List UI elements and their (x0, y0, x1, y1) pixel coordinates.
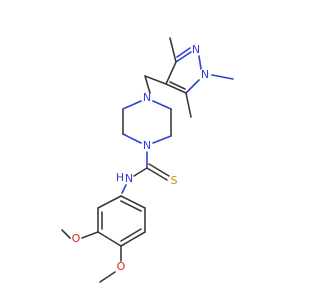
o-methyl-bond-upper (61, 229, 71, 239)
piperazine-n-bottom-label: N (143, 139, 151, 152)
n1-methyl-bond (211, 74, 234, 80)
c-s-double-bond (146, 167, 168, 181)
c5-methyl-bond (185, 92, 192, 118)
thioamide-s-label: S (171, 174, 178, 187)
methoxy-o-lower-label: O (117, 260, 126, 273)
piperazine-n-top-label: N (143, 91, 151, 104)
benzene-ring (97, 195, 146, 247)
piperazine-ring (122, 100, 172, 144)
pyrazole-ring (165, 47, 202, 94)
molecule-diagram: N N N N S H N O O (61, 37, 234, 283)
structure-drawing: N N N N S H N O O (61, 37, 234, 283)
methylene-bond-1 (144, 75, 167, 85)
thioamide-group (121, 151, 170, 194)
aryl-o-bond-upper (81, 231, 99, 239)
pyrazole-n1-label: N (201, 68, 209, 81)
pyrazole-n2-label: N (192, 43, 200, 56)
c-n-bond (133, 167, 148, 177)
pyrazole-methyls (169, 37, 234, 118)
c3-methyl-bond (169, 37, 177, 63)
o-methyl-bond-lower (99, 271, 116, 283)
methoxy-groups (61, 229, 122, 283)
methoxy-o-upper-label: O (72, 232, 81, 245)
amide-nh-h-label: H (116, 171, 124, 184)
amide-nh-n-label: N (125, 172, 133, 185)
nh-aryl-bond (121, 184, 127, 194)
methylene-bond-2 (144, 75, 151, 94)
